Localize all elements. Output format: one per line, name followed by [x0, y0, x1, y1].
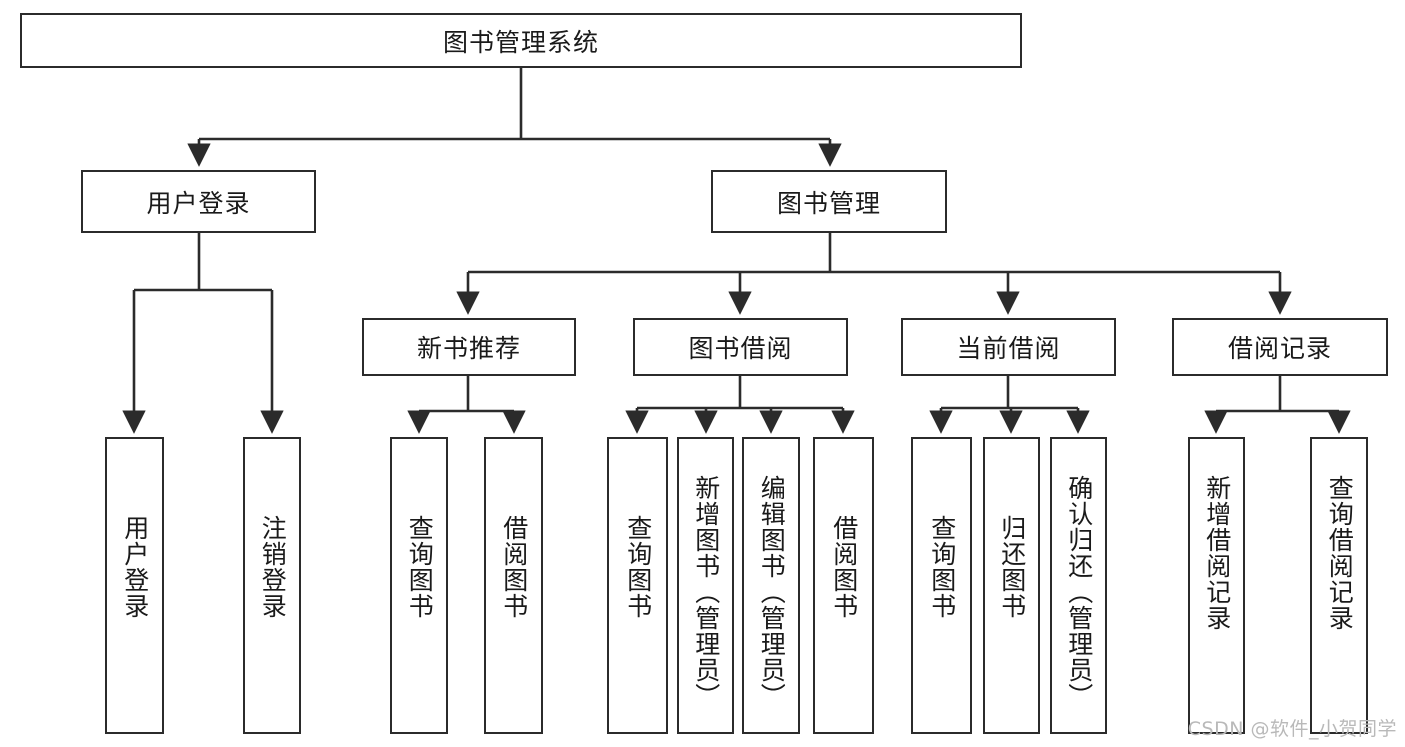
- leaf-edit-book-admin[interactable]: 编辑图书（管理员）: [742, 437, 800, 734]
- leaf-query-book-borrow[interactable]: 查询图书: [607, 437, 668, 734]
- leaf-query-borrow-record[interactable]: 查询借阅记录: [1310, 437, 1368, 734]
- leaf-add-book-admin[interactable]: 新增图书（管理员）: [677, 437, 734, 734]
- leaf-query-book-current-label: 查询图书: [927, 515, 957, 619]
- leaf-add-book-admin-label: 新增图书（管理员）: [691, 475, 721, 709]
- leaf-logout-label: 注销登录: [258, 515, 288, 619]
- node-new-book-recommend[interactable]: 新书推荐: [362, 318, 576, 376]
- leaf-confirm-return-admin-label: 确认归还（管理员）: [1064, 475, 1094, 709]
- node-user-login-label: 用户登录: [146, 188, 251, 218]
- leaf-return-book-label: 归还图书: [997, 515, 1027, 619]
- leaf-borrow-book-label: 借阅图书: [829, 515, 859, 619]
- leaf-query-book-recommend-label: 查询图书: [405, 515, 435, 619]
- node-borrow-record[interactable]: 借阅记录: [1172, 318, 1388, 376]
- leaf-add-borrow-record[interactable]: 新增借阅记录: [1188, 437, 1245, 734]
- leaf-return-book[interactable]: 归还图书: [983, 437, 1040, 734]
- node-root[interactable]: 图书管理系统: [20, 13, 1022, 68]
- leaf-query-book-borrow-label: 查询图书: [623, 515, 653, 619]
- node-book-management-label: 图书管理: [776, 188, 881, 218]
- leaf-logout[interactable]: 注销登录: [243, 437, 301, 734]
- leaf-user-login[interactable]: 用户登录: [105, 437, 164, 734]
- node-new-book-recommend-label: 新书推荐: [416, 334, 521, 363]
- leaf-borrow-book-recommend[interactable]: 借阅图书: [484, 437, 543, 734]
- leaf-add-borrow-record-label: 新增借阅记录: [1202, 475, 1232, 631]
- node-book-borrow[interactable]: 图书借阅: [633, 318, 848, 376]
- leaf-query-book-current[interactable]: 查询图书: [911, 437, 972, 734]
- leaf-borrow-book[interactable]: 借阅图书: [813, 437, 874, 734]
- leaf-confirm-return-admin[interactable]: 确认归还（管理员）: [1050, 437, 1107, 734]
- node-root-label: 图书管理系统: [442, 27, 599, 57]
- node-book-management[interactable]: 图书管理: [711, 170, 947, 233]
- leaf-borrow-book-recommend-label: 借阅图书: [499, 515, 529, 619]
- leaf-query-borrow-record-label: 查询借阅记录: [1325, 475, 1355, 631]
- leaf-query-book-recommend[interactable]: 查询图书: [390, 437, 448, 734]
- node-borrow-record-label: 借阅记录: [1227, 334, 1332, 363]
- node-book-borrow-label: 图书借阅: [688, 334, 793, 363]
- leaf-user-login-label: 用户登录: [120, 515, 150, 619]
- node-current-borrow-label: 当前借阅: [956, 334, 1061, 363]
- leaf-edit-book-admin-label: 编辑图书（管理员）: [757, 475, 787, 709]
- node-current-borrow[interactable]: 当前借阅: [901, 318, 1116, 376]
- node-user-login[interactable]: 用户登录: [81, 170, 316, 233]
